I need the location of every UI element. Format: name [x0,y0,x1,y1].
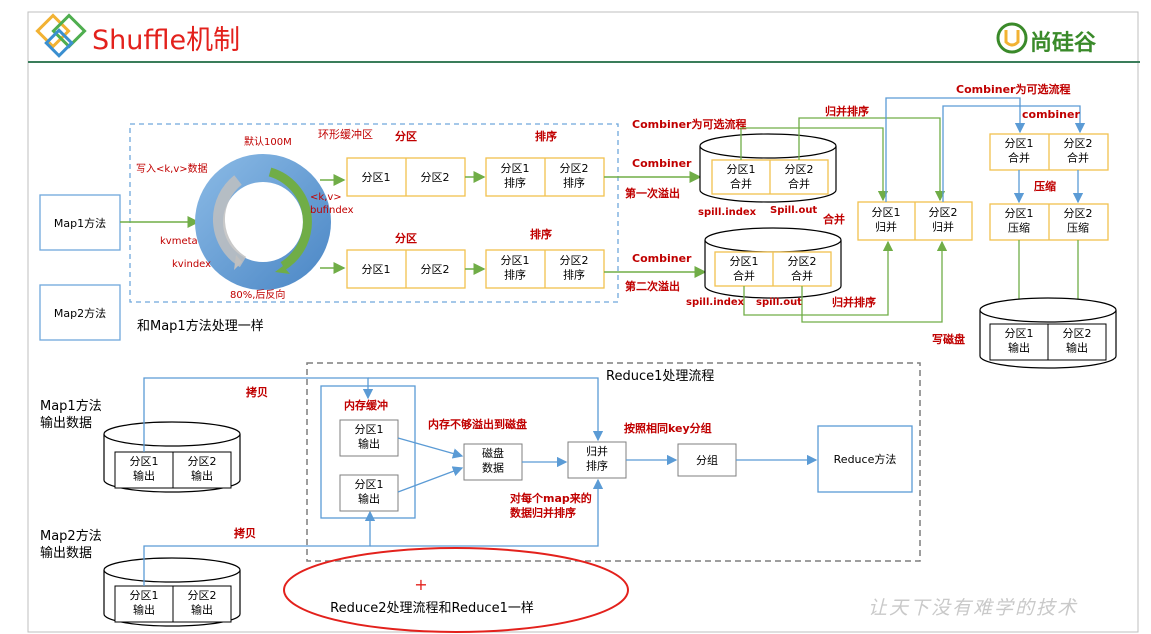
disk-data-label: 磁盘数据 [482,446,504,474]
buffer-p1-output-2 [339,474,399,512]
sort-label-1: 排序 [535,129,557,143]
memory-overflow-label: 内存不够溢出到磁盘 [428,417,527,431]
brand-icon [996,22,1028,54]
partition2-cell: 分区2 [421,171,450,184]
per-map-merge-label: 对每个map来的数据归并排序 [510,491,592,519]
reduce2-note-ellipse [283,547,629,633]
disk-data-box [463,443,523,481]
map2-method-label: Map2方法 [54,306,106,320]
sort-label-2: 排序 [530,227,552,241]
reduce2-note-label: Reduce2处理流程和Reduce1一样 [330,601,534,616]
memory-buffer-box [320,385,416,519]
spill-out-label-2: spill.out [756,297,802,308]
first-spill-label: 第一次溢出 [625,186,680,200]
reduce1-flow-label: Reduce1处理流程 [606,369,714,384]
buffer-p1-output-1 [339,419,399,457]
merge-sort-label-bottom: 归并排序 [832,295,876,309]
partition1-cell-2: 分区1 [362,263,391,276]
merge-label: 合并 [823,212,845,226]
eighty-percent-label: 80%,后反向 [230,288,285,301]
spill-index-label-1: spill.index [698,207,757,218]
plus-mark: + [414,575,427,594]
map1-output-data-label: Map1方法输出数据 [40,398,102,431]
partition-label-2: 分区 [395,231,417,245]
map2-output-data-label: Map2方法输出数据 [40,528,102,561]
kv-bufindex-label: <k,v>bufindex [310,192,354,216]
group-box [677,443,737,477]
combiner-label-1: Combiner [632,157,692,170]
partition-label-1: 分区 [395,129,417,143]
write-disk-label: 写磁盘 [932,332,965,346]
footer-slogan: 让天下没有难学的技术 [868,597,1079,619]
combiner-optional-flow-label: Combiner为可选流程 [956,82,1070,96]
logo-icon [35,13,87,58]
page-title: Shuffle机制 [92,25,241,56]
copy-label-1: 拷贝 [246,385,268,399]
combiner-lower-label: combiner [1022,108,1080,121]
kvmeta-label: kvmeta [160,236,198,247]
brand-name: 尚硅谷 [1030,31,1097,56]
merge-sort-label-top: 归并排序 [825,104,869,118]
spill-out-label-1: Spill.out [770,205,817,216]
reduce-method-box [817,425,913,493]
map-dashed-boundary [129,123,619,303]
copy-label-2: 拷贝 [234,526,256,540]
spill-index-label-2: spill.index [686,297,745,308]
map1-method-label: Map1方法 [54,216,106,230]
reduce1-dashed-boundary [306,362,921,562]
combiner-optional-label: Combiner为可选流程 [632,117,746,131]
kvindex-label: kvindex [172,259,211,270]
same-as-map1-label: 和Map1方法处理一样 [137,318,264,334]
compress-label: 压缩 [1034,179,1056,193]
slide-frame [27,11,1139,633]
merge-sort-box-label: 归并排序 [586,444,608,472]
memory-buffer-label: 内存缓冲 [344,398,388,412]
partition2-cell-2: 分区2 [421,263,450,276]
write-kv-label: 写入<k,v>数据 [136,162,208,175]
group-by-key-label: 按照相同key分组 [624,421,712,435]
combiner-label-2: Combiner [632,252,692,265]
partition1-cell: 分区1 [362,171,391,184]
ring-buffer-icon [195,154,331,290]
map2-method-box [39,284,121,341]
ring-buffer-label: 环形缓冲区 [318,127,373,141]
group-box-label: 分组 [696,453,718,467]
second-spill-label: 第二次溢出 [625,279,680,293]
reduce-method-label: Reduce方法 [834,452,897,466]
default-100m-label: 默认100M [244,135,292,148]
